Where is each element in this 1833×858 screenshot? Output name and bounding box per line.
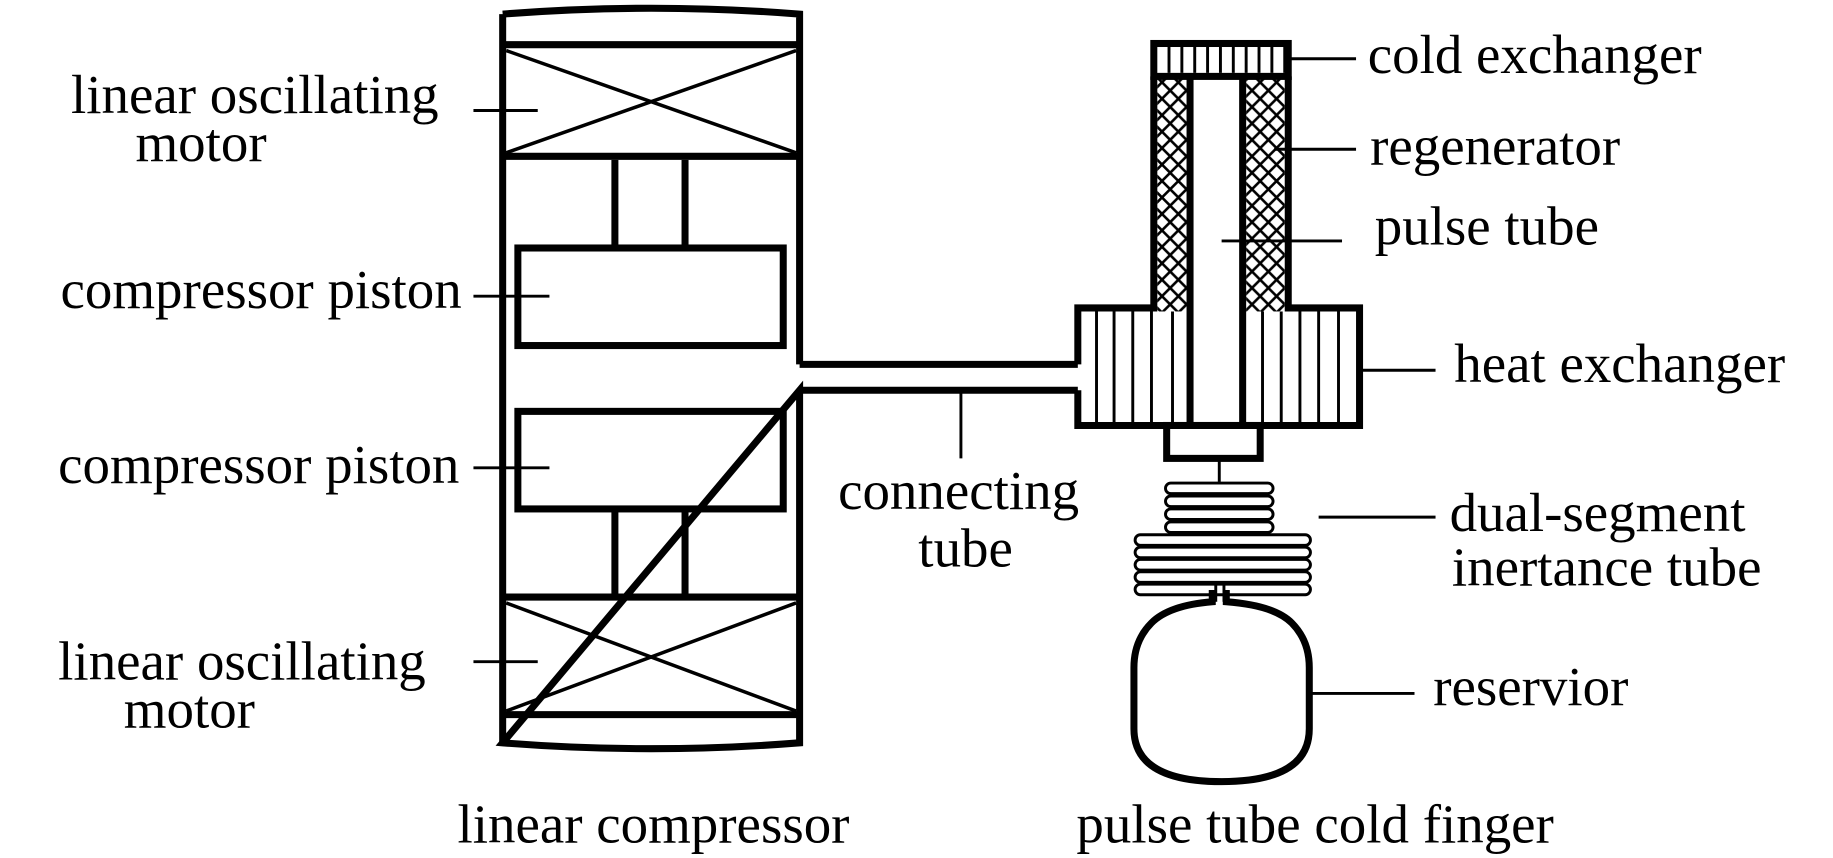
label-compressor-piston-bottom: compressor piston	[58, 434, 459, 495]
pulse-tube	[1186, 76, 1247, 426]
label-pulse-tube: pulse tube	[1375, 195, 1599, 256]
dual-segment-inertance-tube	[1133, 458, 1312, 602]
label-linear-compressor: linear compressor	[457, 794, 849, 855]
bottom-linear-motor	[502, 593, 800, 719]
cold-exchanger	[1150, 39, 1292, 80]
pulse-tube-cold-finger	[1074, 39, 1364, 786]
pulse-tube-flange	[1163, 421, 1264, 462]
reservoir	[1130, 590, 1313, 786]
label-tube: tube	[918, 517, 1013, 578]
label-linear-oscillating-motor-bottom: linear oscillating	[58, 630, 426, 691]
linear-compressor	[495, 4, 804, 753]
label-motor-top: motor	[135, 112, 266, 173]
label-linear-oscillating-motor-top: linear oscillating	[71, 64, 439, 125]
top-linear-motor	[502, 41, 800, 160]
label-inertance-tube: inertance tube	[1452, 536, 1762, 597]
regenerator	[1150, 76, 1292, 312]
label-compressor-piston-top: compressor piston	[61, 259, 462, 320]
compressor-housing	[495, 4, 804, 753]
bottom-compressor-piston	[514, 407, 787, 513]
connecting-tube	[799, 360, 1078, 394]
label-dual-segment: dual-segment	[1450, 482, 1746, 543]
label-motor-bottom: motor	[124, 678, 255, 739]
heat-exchanger	[1074, 304, 1364, 429]
label-reservoir: reservior	[1433, 656, 1628, 717]
label-cold-exchanger: cold exchanger	[1368, 24, 1702, 85]
label-connecting: connecting	[838, 460, 1079, 521]
top-compressor-piston	[514, 244, 787, 350]
top-piston-rod	[611, 159, 689, 248]
label-regenerator: regenerator	[1370, 115, 1620, 176]
label-heat-exchanger: heat exchanger	[1454, 333, 1785, 394]
bottom-piston-rod	[611, 508, 689, 598]
label-pulse-tube-cold-finger: pulse tube cold finger	[1076, 794, 1553, 855]
